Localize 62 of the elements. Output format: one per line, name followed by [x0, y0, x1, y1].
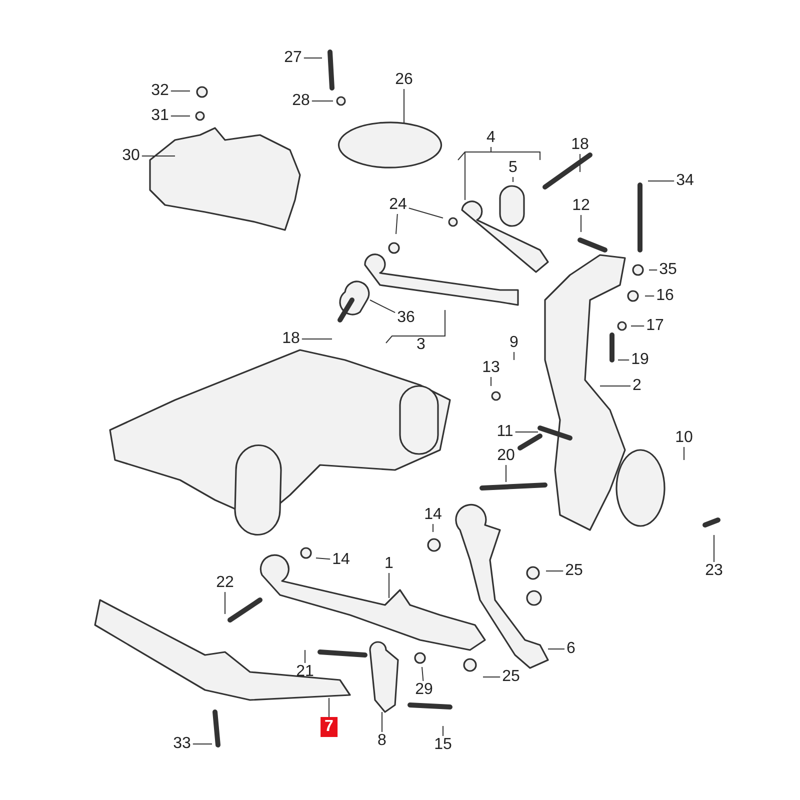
callout-number: 6: [564, 640, 578, 658]
leader-line: [546, 570, 564, 572]
callout-number: 13: [480, 359, 502, 377]
callout-number: 19: [629, 351, 651, 369]
leader-line: [580, 214, 582, 232]
leader-line: [304, 650, 306, 664]
callout-number: 23: [703, 562, 725, 580]
leader-line: [482, 676, 501, 678]
callout-number: 32: [149, 82, 171, 100]
leader-line: [420, 310, 446, 336]
leader-line: [512, 176, 514, 182]
callout-number: 14: [422, 506, 444, 524]
callout-number: 18: [280, 330, 302, 348]
leader-line: [311, 100, 334, 102]
callout-number: 14: [330, 551, 352, 569]
callout-number: 5: [506, 159, 520, 177]
callout-number: 33: [171, 735, 193, 753]
callout-number: 4: [484, 129, 498, 147]
callout-number: 24: [387, 196, 409, 214]
leader-line: [224, 592, 226, 614]
callout-number: 20: [495, 447, 517, 465]
leader-line: [490, 376, 492, 386]
callout-number: 9: [508, 334, 520, 352]
callout-number: 25: [500, 668, 522, 686]
callout-number: 30: [120, 147, 142, 165]
leader-line: [301, 338, 332, 340]
callout-number: 15: [432, 736, 454, 754]
callout-number: 3: [414, 336, 428, 354]
callout-number: 29: [413, 681, 435, 699]
callout-number: 27: [282, 49, 304, 67]
callout-number: 18: [569, 136, 591, 154]
leader-line: [442, 726, 444, 736]
callout-number: 22: [214, 574, 236, 592]
callout-number: 1: [382, 555, 396, 573]
callout-number: 34: [674, 172, 696, 190]
leader-line: [370, 300, 396, 314]
callout-number: 17: [644, 317, 666, 335]
callout-number: 28: [290, 92, 312, 110]
leader-line: [464, 146, 492, 200]
callout-number: 25: [563, 562, 585, 580]
leader-line: [422, 666, 424, 682]
callout-number: 36: [395, 309, 417, 327]
leader-line: [170, 90, 190, 92]
leader-line: [408, 208, 444, 218]
callout-number: 12: [570, 197, 592, 215]
leader-line: [328, 698, 330, 718]
leader-line: [388, 572, 390, 598]
callout-number: 35: [657, 261, 679, 279]
callout-number: 11: [494, 423, 516, 441]
callout-number: 26: [393, 71, 415, 89]
callout-number: 8: [376, 732, 388, 750]
leader-line: [432, 524, 434, 532]
callout-number: 16: [654, 287, 676, 305]
leader-line: [396, 214, 398, 234]
leader-line: [548, 648, 565, 650]
callout-number: 31: [149, 107, 171, 125]
callout-number: 10: [673, 429, 695, 447]
leader-line: [316, 558, 331, 560]
callout-number: 21: [294, 663, 316, 681]
leader-line: [648, 180, 675, 182]
callout-number: 2: [630, 377, 644, 395]
callout-number: 7: [320, 717, 338, 737]
